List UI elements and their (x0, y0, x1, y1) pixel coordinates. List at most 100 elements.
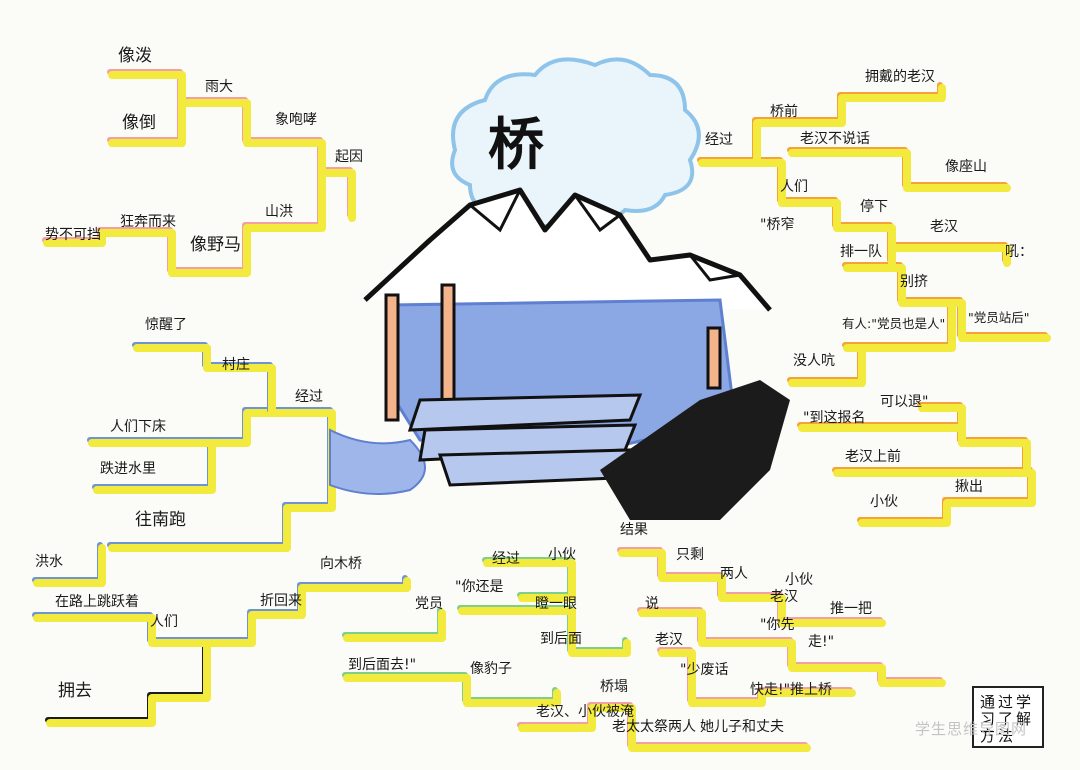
node-label: 像野马 (190, 235, 241, 255)
branch-line (108, 71, 356, 222)
branch-line (33, 544, 106, 587)
branch-line (753, 159, 896, 267)
method-box: 通 过 学 习 了 解 方 法 (972, 686, 1044, 748)
branch-line (788, 149, 1011, 192)
branch-line (698, 84, 946, 167)
watermark: 学生思维导图网 (915, 720, 1028, 738)
node-label: 像倒 (122, 113, 156, 133)
node-label: 洪水 (35, 554, 63, 570)
node-label: "你还是 (455, 579, 504, 595)
branch-line (618, 549, 886, 627)
branch-line (45, 637, 208, 723)
node-label: 小伙 (870, 494, 898, 510)
node-label: 别挤 (900, 274, 928, 290)
node-label: 像座山 (945, 159, 987, 175)
node-label: 人们下床 (110, 419, 166, 435)
node-label: 停下 (860, 199, 888, 215)
node-label: 起因 (335, 149, 363, 165)
branch-line (658, 649, 856, 707)
node-label: 雨大 (205, 79, 233, 95)
node-label: 在路上跳跃着 (55, 594, 139, 610)
node-label: 她儿子和丈夫 (700, 719, 784, 735)
branch-line (88, 409, 276, 447)
node-label: 推一把 (830, 601, 872, 617)
branch-line (458, 607, 631, 657)
node-label: 老汉、小伙被淹 (536, 704, 634, 720)
node-label: 老汉上前 (845, 449, 901, 465)
node-label: "到这报名 (803, 410, 866, 426)
bridge-post (706, 326, 722, 390)
branch-line (798, 404, 966, 432)
branch-line (843, 299, 956, 352)
node-label: 老汉不说话 (800, 131, 870, 147)
mountain-shape (363, 187, 772, 312)
node-label: 狂奔而来 (120, 214, 176, 230)
node-label: 老太太祭两人 (612, 719, 696, 735)
branch-line (518, 704, 811, 752)
node-label: 人们 (150, 614, 178, 630)
bridge-post (384, 293, 400, 422)
node-label: 经过 (295, 389, 323, 405)
node-label: 拥戴的老汉 (865, 69, 935, 85)
branch-line (43, 169, 326, 277)
branch-line (108, 99, 186, 147)
node-label: 老汉 (930, 219, 958, 235)
node-label: 桥塌 (600, 679, 628, 695)
node-label: 吼： (1005, 244, 1033, 260)
branch-line (342, 607, 443, 638)
node-label: 老汉 (655, 632, 683, 648)
method-char: 通 (980, 693, 996, 711)
node-label: 小伙 (548, 547, 576, 563)
node-label: 党员 (415, 596, 443, 612)
branch-line (833, 424, 1031, 477)
node-label: 结果 (620, 522, 648, 538)
branch-line (93, 439, 216, 494)
branch-line (888, 244, 1011, 267)
node-label: 桥前 (770, 104, 798, 120)
node-label: 象咆哮 (275, 112, 317, 128)
node-label: "桥窄 (760, 217, 795, 233)
method-char: 过 (998, 693, 1014, 711)
node-label: "党员站后" (968, 310, 1030, 325)
bridge-post (440, 283, 456, 407)
node-label: 到后面 (540, 631, 582, 647)
node-label: 只剩 (676, 547, 704, 563)
node-label: 经过 (705, 132, 733, 148)
center-illustration (329, 57, 790, 520)
node-label: 有人:"党员也是人" (842, 316, 946, 331)
method-char: 习 (980, 710, 996, 728)
branch-line (858, 469, 1036, 527)
node-label: 老汉 (770, 589, 798, 605)
node-label: 说 (645, 596, 659, 612)
node-label: 瞪一眼 (535, 596, 577, 612)
branch-line (33, 577, 411, 647)
node-label: "少废话 (680, 662, 729, 678)
node-label: "你先 (760, 617, 795, 633)
node-label: 像泼 (118, 46, 152, 66)
node-label: 走!" (808, 634, 835, 650)
bridge-logs (407, 393, 643, 487)
node-label: 经过 (492, 551, 520, 567)
node-label: 没人吭 (793, 353, 835, 369)
node-label: 势不可挡 (45, 227, 101, 243)
branch-line (343, 609, 446, 642)
method-char: 方 (980, 727, 996, 745)
node-label: 到后面去!" (348, 657, 417, 673)
node-label: 村庄 (222, 357, 250, 373)
node-label: 人们 (780, 179, 808, 195)
branch-line (42, 167, 323, 273)
node-label: 跌进水里 (100, 461, 156, 477)
branch-line (46, 639, 211, 727)
branch-line (843, 264, 1051, 342)
node-label: 山洪 (265, 204, 293, 220)
branch-line (133, 344, 336, 457)
node-label: 可以退" (880, 394, 929, 410)
branch-line (788, 344, 866, 387)
method-char: 法 (998, 727, 1014, 745)
node-label: 惊醒了 (145, 317, 187, 333)
branch-line (638, 609, 946, 687)
node-label: 小伙 (785, 572, 813, 588)
method-char: 解 (1016, 710, 1032, 728)
